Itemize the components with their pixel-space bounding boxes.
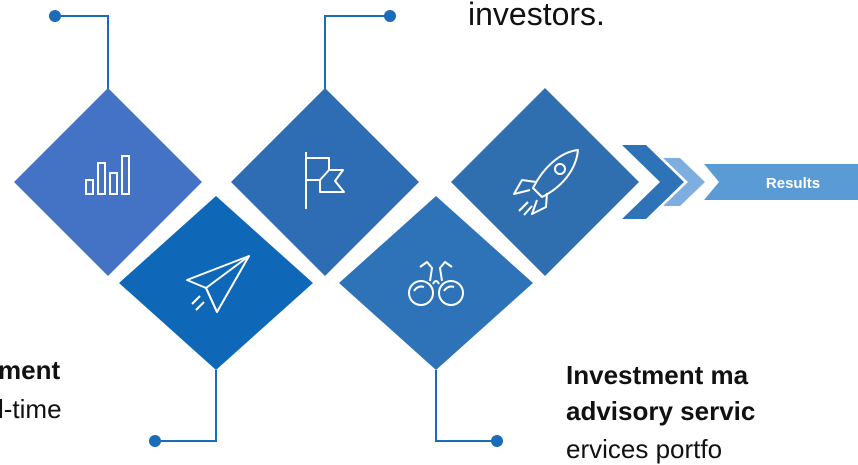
bottom-right-heading-line2: advisory servic: [566, 396, 756, 426]
connector-dot: [384, 10, 396, 22]
bar-chart-icon: [85, 155, 130, 195]
connector-top-left: [55, 15, 109, 90]
investors-text: investors.: [468, 0, 605, 32]
connector-dot: [49, 10, 61, 22]
diamond-analytics: [14, 88, 202, 276]
diamond-execution: [119, 196, 313, 370]
connector-bottom-right: [435, 370, 497, 442]
bottom-left-heading: ment: [0, 355, 61, 385]
flag-icon: [305, 152, 345, 209]
connector-dot: [491, 435, 503, 447]
diamond-growth: [451, 88, 639, 276]
connector-top-middle: [324, 15, 390, 90]
binoculars-icon: [408, 261, 464, 306]
chevron-arrow: [663, 158, 705, 206]
bottom-right-body: ervices portfo: [566, 434, 723, 464]
results-bar: [704, 164, 858, 200]
connector-bottom-left: [155, 370, 217, 442]
connector-dot: [149, 435, 161, 447]
diamond-strategy: [231, 88, 419, 276]
bottom-left-body: l-time: [0, 394, 62, 424]
paper-plane-icon: [186, 255, 250, 313]
bottom-right-heading-line1: Investment ma: [566, 360, 749, 390]
rocket-icon: [513, 149, 579, 216]
diamond-research: [339, 196, 533, 370]
results-label: Results: [766, 175, 820, 192]
chevron-arrow: [622, 145, 684, 219]
